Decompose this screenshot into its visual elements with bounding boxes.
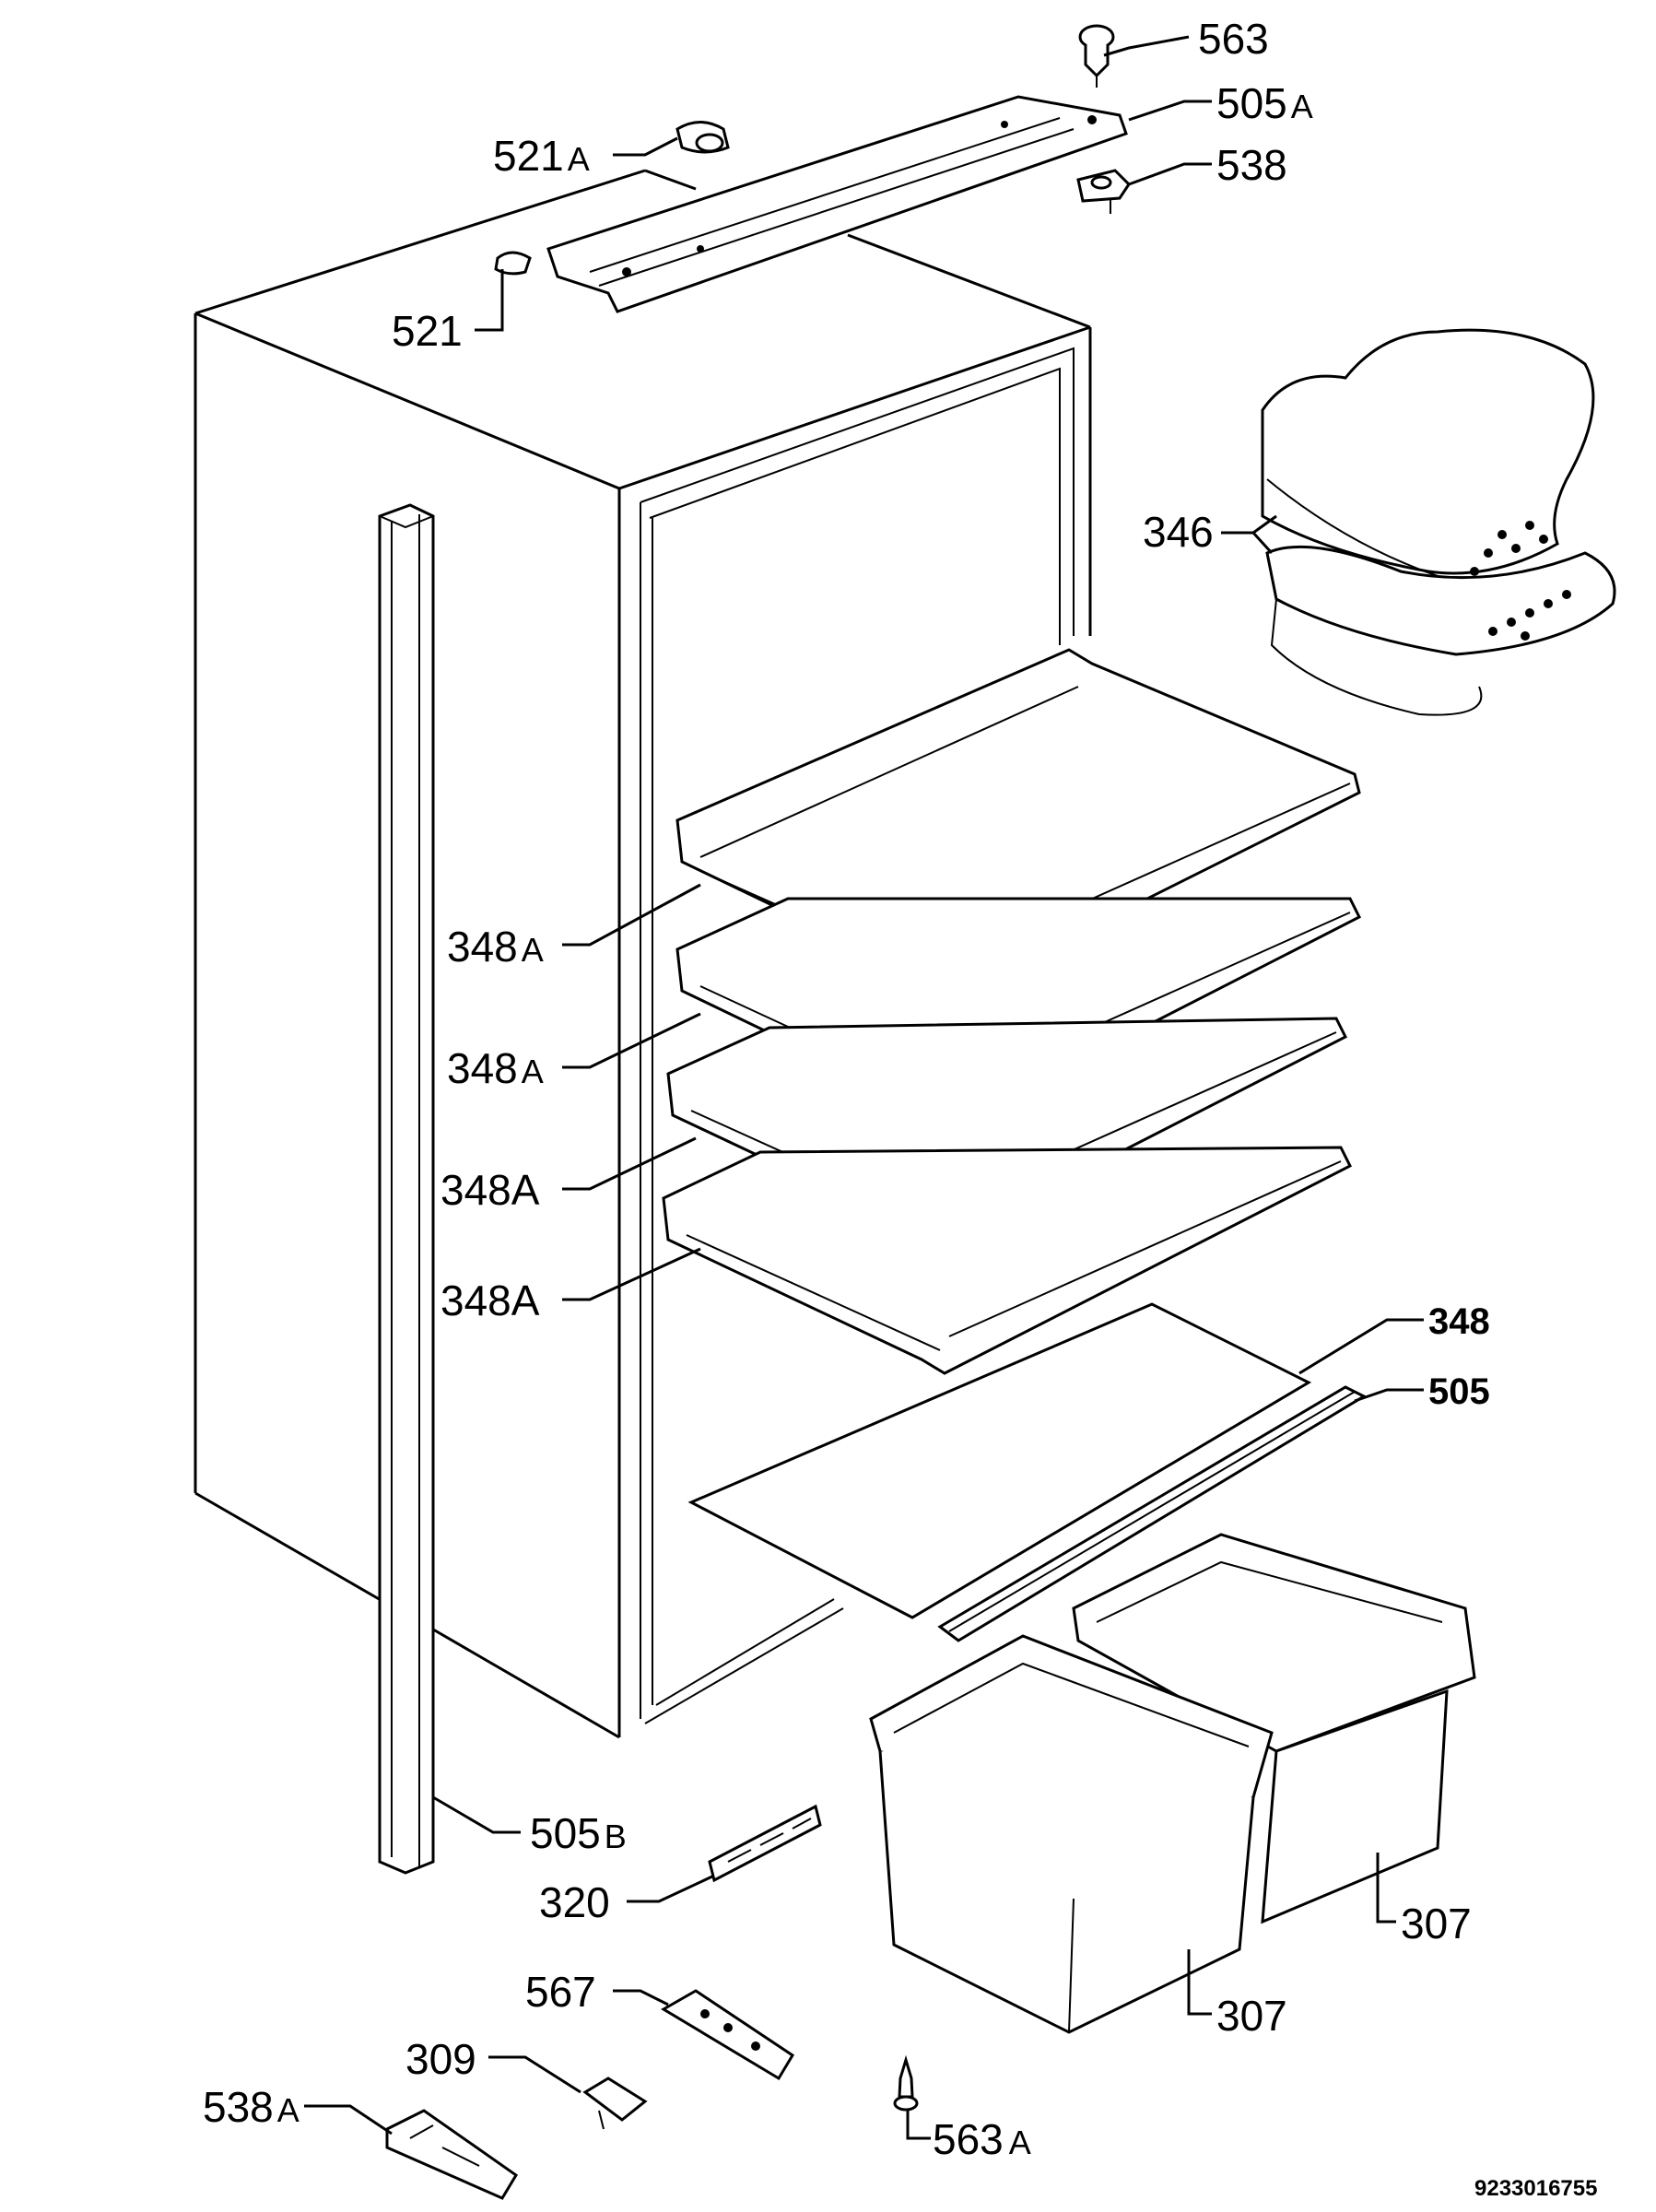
glass-shelf-348 [687, 1302, 1312, 1619]
label-505: 505 [1428, 1371, 1490, 1412]
cover-309 [582, 2077, 648, 2130]
hinge-538a [385, 2109, 519, 2200]
hinge-pin-538 [1076, 169, 1131, 214]
glass-shelf-348a-4 [662, 1146, 1353, 1375]
drawing-code: 9233016755 [1474, 2176, 1597, 2201]
label-320: 320 [539, 1878, 610, 1926]
door-seal-505b [378, 503, 435, 1875]
cap-521a [675, 121, 730, 154]
perforation-pattern [1470, 521, 1571, 641]
label-309: 309 [405, 2035, 476, 2083]
crisper-drawer-307-right [1072, 1533, 1476, 1924]
leader-lines [304, 35, 1424, 2140]
pin-563a [893, 2054, 919, 2112]
pin-563 [1078, 24, 1115, 88]
crisper-drawer-307-left [869, 1634, 1274, 2034]
label-538: 538 [1216, 141, 1287, 189]
label-348a-4: 348A [440, 1277, 540, 1324]
label-307-right: 307 [1401, 1900, 1472, 1947]
label-307-left: 307 [1216, 1992, 1287, 2040]
label-521: 521 [392, 307, 463, 355]
label-346: 346 [1143, 508, 1214, 556]
refrigerator-cabinet [194, 169, 1092, 1739]
bracket-567 [661, 1989, 795, 2081]
label-567: 567 [525, 1968, 596, 2016]
hinge-cover-320 [708, 1804, 822, 1883]
top-hinge-bar-505a [546, 95, 1128, 313]
label-348: 348 [1428, 1301, 1490, 1342]
dairy-container-346 [1261, 328, 1616, 716]
label-348a-3: 348A [440, 1166, 540, 1214]
label-563: 563 [1198, 15, 1269, 63]
